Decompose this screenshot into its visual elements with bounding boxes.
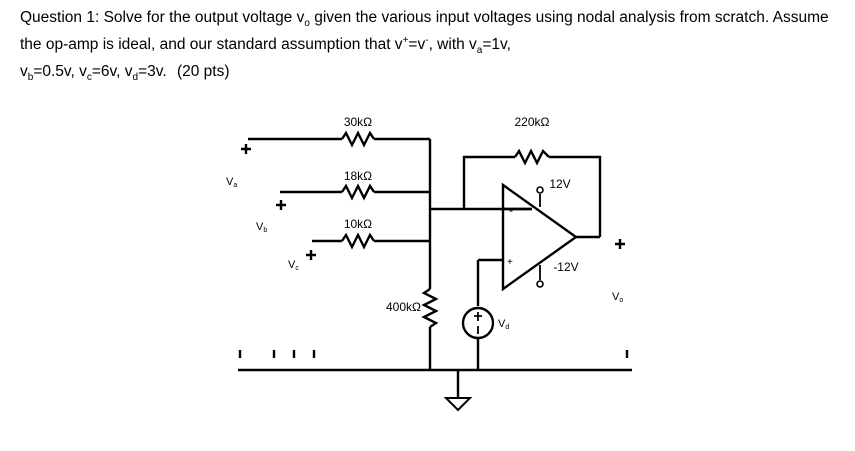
label-30k: 30kΩ (344, 115, 372, 129)
question-points: (20 pts) (176, 63, 230, 80)
resistor-18k (341, 183, 375, 201)
resistor-400k (421, 288, 439, 328)
vb-plus-icon (276, 200, 286, 210)
resistor-10k (341, 232, 375, 250)
opamp-triangle (501, 182, 579, 292)
label-10k: 10kΩ (344, 217, 372, 231)
supply-neg-terminal (536, 280, 544, 288)
feedback-wire-right (549, 155, 602, 237)
label-18k: 18kΩ (344, 169, 372, 183)
resistor-220k (514, 148, 550, 166)
va-label: Va (226, 176, 237, 189)
question-prompt: Solve for the output voltage vo given th… (20, 9, 829, 57)
ground-icon (443, 397, 473, 412)
vb-label: Vb (256, 221, 267, 234)
resistor-30k (341, 130, 375, 148)
vo-label: Vo (612, 291, 623, 304)
supply-pos-terminal (536, 186, 544, 194)
vc-label: Vc (288, 259, 299, 272)
vo-plus-icon (615, 239, 625, 249)
supply-neg-label: -12V (553, 260, 578, 274)
vc-plus-icon (306, 250, 316, 260)
feedback-wire-left (462, 155, 515, 209)
question-values: vb=0.5v, vc=6v, vd=3v. (20 pts) (20, 63, 230, 84)
label-220k: 220kΩ (515, 115, 550, 129)
opamp-minus-sign: - (509, 203, 513, 217)
source-plus-icon (474, 312, 482, 321)
vd-label: Vd (498, 318, 509, 331)
question-text: Question 1: Solve for the output voltage… (20, 4, 840, 85)
supply-pos-label: 12V (549, 177, 570, 191)
opamp-plus-sign: + (507, 257, 513, 268)
question-number: Question 1: (20, 9, 100, 26)
label-400k: 400kΩ (386, 300, 421, 314)
va-plus-icon (241, 144, 251, 154)
